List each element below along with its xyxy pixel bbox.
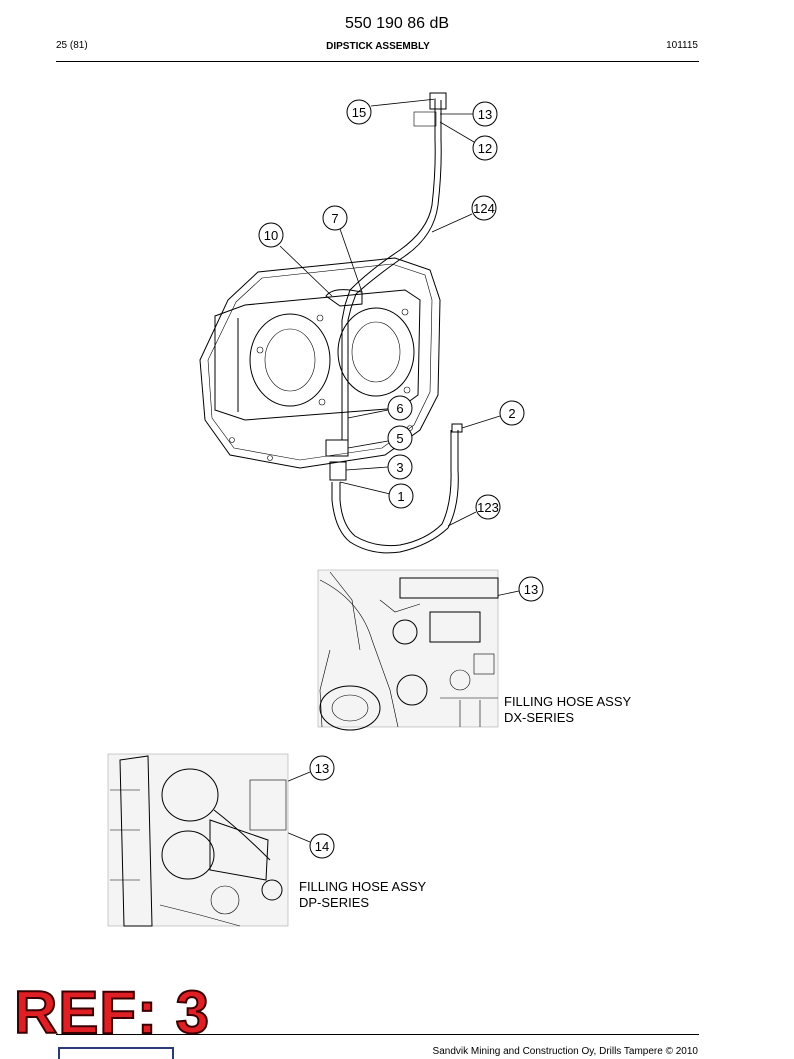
leader-lines	[237, 98, 520, 843]
svg-text:1: 1	[397, 489, 404, 504]
callout-5: 5	[387, 425, 413, 451]
svg-text:6: 6	[396, 401, 403, 416]
svg-text:5: 5	[396, 431, 403, 446]
ref-stamp: REF: 3	[13, 979, 211, 1046]
svg-text:13: 13	[524, 582, 538, 597]
caption-dp-line2: DP-SERIES	[299, 895, 370, 910]
callout-2: 2	[499, 400, 525, 426]
svg-text:12: 12	[478, 141, 492, 156]
section-title: DIPSTICK ASSEMBLY	[326, 41, 430, 52]
callout-15: 15	[346, 99, 372, 125]
callout-1: 1	[388, 483, 414, 509]
caption-dx-line1: FILLING HOSE ASSY	[504, 694, 632, 709]
svg-text:3: 3	[396, 460, 403, 475]
svg-text:13: 13	[478, 107, 492, 122]
dp-series-photo	[107, 753, 289, 927]
header-divider	[56, 61, 699, 62]
callout-123: 123	[475, 494, 501, 520]
svg-text:14: 14	[315, 839, 329, 854]
caption-dp-series: FILLING HOSE ASSY DP-SERIES	[299, 879, 426, 911]
dx-series-photo	[317, 569, 499, 731]
svg-text:7: 7	[331, 211, 338, 226]
svg-text:2: 2	[508, 406, 515, 421]
callout-12: 12	[472, 135, 498, 161]
svg-text:124: 124	[473, 201, 495, 216]
company-logo	[58, 1047, 174, 1059]
callout-10: 10	[258, 222, 284, 248]
callout-6: 6	[387, 395, 413, 421]
callout-13-dx: 13	[518, 576, 544, 602]
caption-dx-line2: DX-SERIES	[504, 710, 575, 725]
svg-text:13: 13	[315, 761, 329, 776]
callout-3: 3	[387, 454, 413, 480]
callout-7: 7	[322, 205, 348, 231]
callout-14: 14	[309, 833, 335, 859]
callout-124: 124	[471, 195, 497, 221]
caption-dp-line1: FILLING HOSE ASSY	[299, 879, 427, 894]
date-code: 101115	[666, 40, 698, 51]
callout-13: 13	[472, 101, 498, 127]
page-number: 25 (81)	[56, 40, 88, 51]
footer-copyright: Sandvik Mining and Construction Oy, Dril…	[432, 1046, 698, 1057]
caption-dx-series: FILLING HOSE ASSY DX-SERIES	[504, 694, 631, 726]
callout-13-dp: 13	[309, 755, 335, 781]
footer-divider	[56, 1034, 699, 1035]
svg-text:15: 15	[352, 105, 366, 120]
dipstick-tube-drawing	[325, 92, 463, 554]
document-number: 550 190 86 dB	[344, 15, 450, 32]
svg-text:10: 10	[264, 228, 278, 243]
svg-text:123: 123	[477, 500, 499, 515]
